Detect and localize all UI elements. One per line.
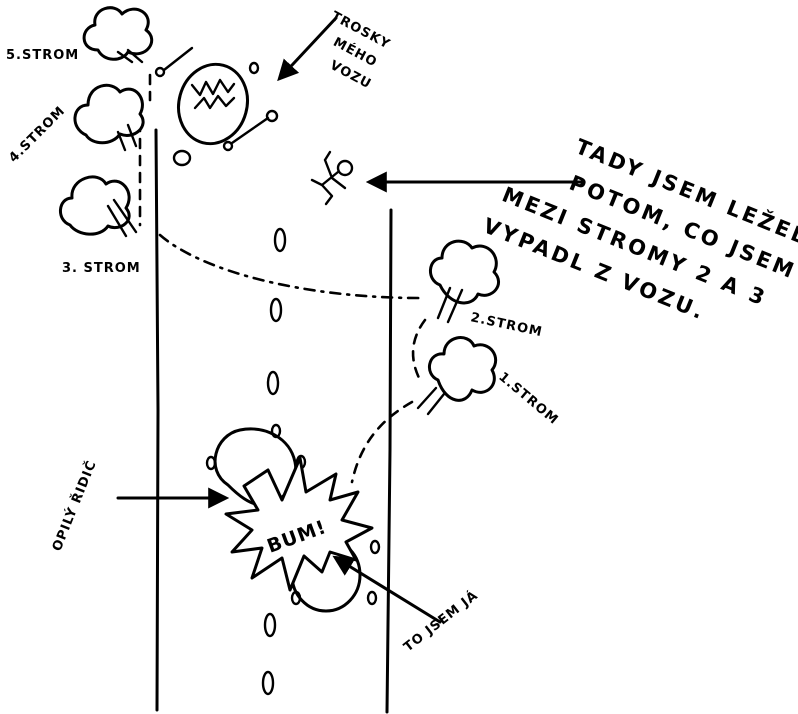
wreck-label: TROSKY MÉHO VOZU: [327, 9, 392, 92]
tree-2: [429, 239, 501, 324]
tree-4: [73, 83, 145, 152]
tree-2-label: 2.STROM: [469, 310, 544, 340]
road-left-edge: [154, 128, 160, 712]
drunk-driver-label: OPILÝ ŘIDIČ: [49, 458, 100, 554]
tree-3-label: 3. STROM: [62, 261, 141, 276]
wreck-pieces: [154, 46, 279, 167]
tree-4-label: 4.STROM: [6, 103, 68, 165]
me-arrow: [332, 555, 442, 624]
tree-5: [82, 6, 154, 64]
tree-1: [416, 336, 498, 416]
arrows: [116, 16, 584, 624]
road-center-line: [261, 227, 287, 696]
trajectory-paths: [138, 73, 427, 484]
person-lying-figure: [310, 150, 354, 206]
tree-3: [59, 175, 138, 238]
tree-1-label: 1.STROM: [495, 370, 561, 429]
crash-burst: [224, 456, 374, 592]
main-note: TADY JSEM LEŽEL POTOM, CO JSEM MEZI STRO…: [480, 133, 798, 324]
tree-5-label: 5.STROM: [6, 48, 79, 63]
me-label: TO JSEM JÁ: [401, 587, 482, 655]
wreck-arrow: [277, 16, 338, 82]
road: [154, 128, 393, 714]
road-right-edge: [385, 208, 393, 714]
